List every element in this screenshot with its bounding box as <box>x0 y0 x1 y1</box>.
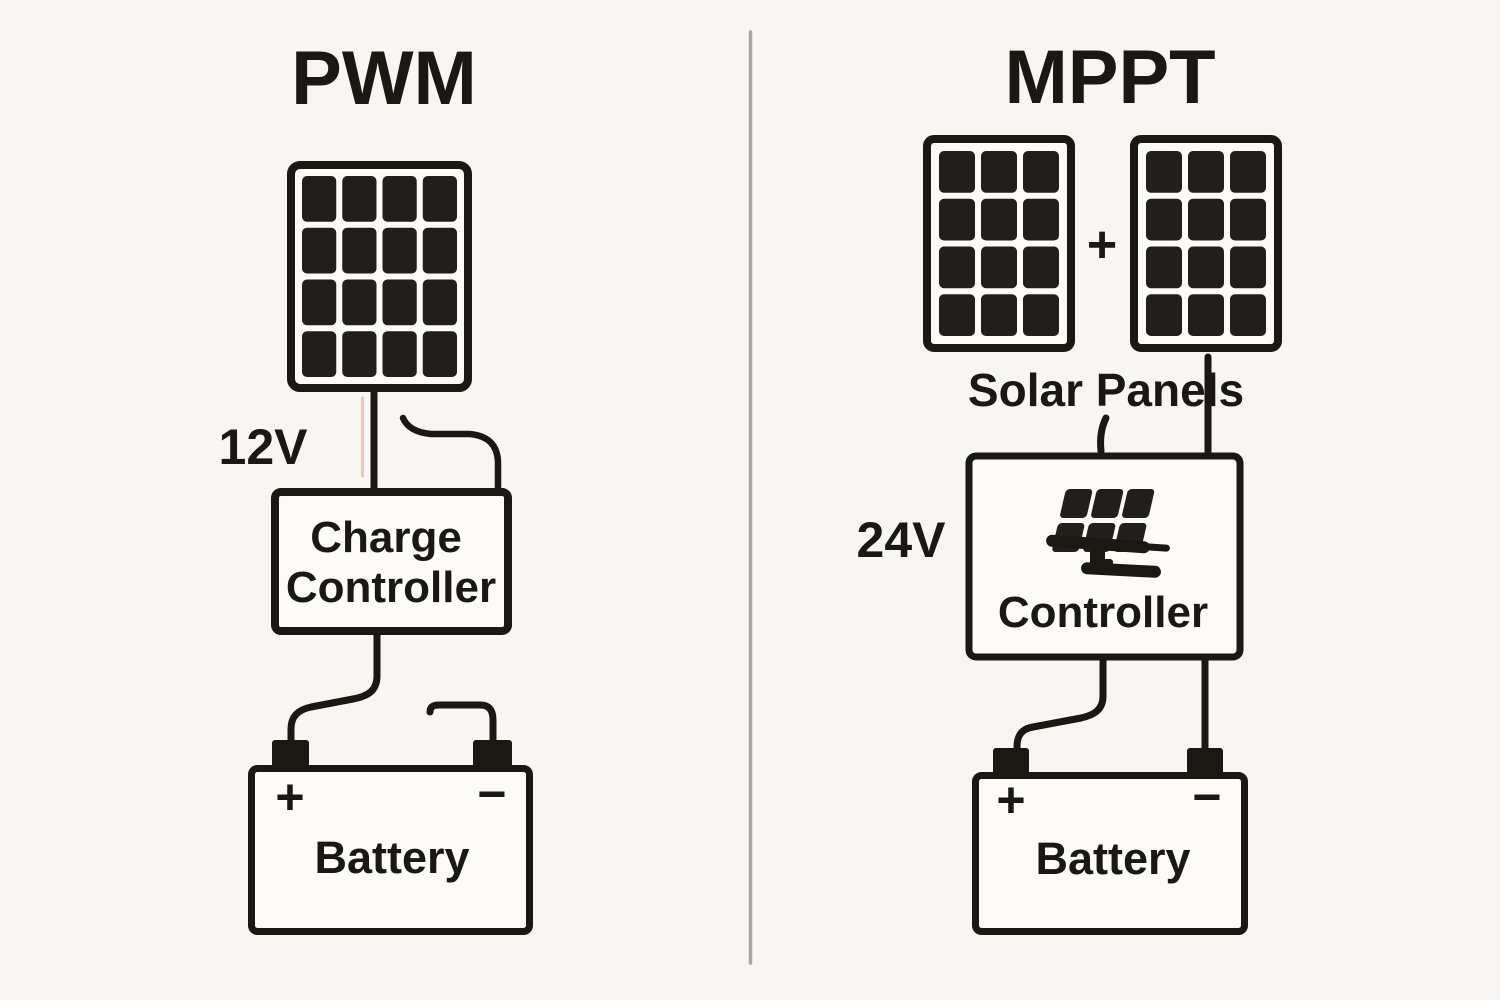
pwm-solar-panel-icon <box>287 161 472 392</box>
mppt-panel1-cells <box>939 151 1059 336</box>
pwm-panel-cells <box>302 176 457 377</box>
pwm-controller-return-wire <box>399 414 502 494</box>
mppt-controller-battery-wire-left <box>1013 656 1107 754</box>
solar-cell <box>1023 294 1059 336</box>
pwm-battery-negative-terminal <box>473 740 512 767</box>
solar-cell <box>302 279 337 326</box>
solar-cell <box>939 294 975 336</box>
solar-cell <box>1146 198 1182 241</box>
solar-cell <box>939 246 975 289</box>
solar-cell <box>382 279 417 326</box>
mppt-battery-minus-sign: − <box>1192 769 1221 825</box>
solar-cell <box>1188 246 1224 289</box>
pwm-battery-negative-wire <box>426 701 497 746</box>
solar-cell <box>1146 246 1182 289</box>
solar-cell <box>342 227 377 274</box>
mppt-battery-plus-sign: + <box>996 772 1025 828</box>
solar-cell <box>981 294 1017 336</box>
pwm-battery-minus-sign: − <box>477 766 506 822</box>
solar-cell <box>981 151 1017 193</box>
solar-cell <box>422 279 457 326</box>
solar-cell <box>1230 294 1266 336</box>
mppt-battery-negative-terminal <box>1187 748 1223 774</box>
solar-cell <box>382 176 417 222</box>
pwm-title: PWM <box>291 36 477 121</box>
mppt-battery-box <box>972 772 1248 935</box>
solar-cell <box>1023 151 1059 193</box>
pwm-battery-label: Battery <box>314 832 469 883</box>
solar-cell <box>1188 198 1224 241</box>
solar-cell <box>1146 151 1182 193</box>
solar-cell <box>1230 246 1266 289</box>
charge-controller-box <box>271 488 512 635</box>
mppt-panel-wire-left <box>1097 414 1110 455</box>
solar-cell <box>1146 294 1182 336</box>
solar-cell <box>939 151 975 193</box>
pwm-battery-positive-terminal <box>272 740 309 767</box>
solar-cell <box>422 227 457 274</box>
mppt-solar-panel-icon-2 <box>1130 135 1282 352</box>
solar-cell <box>1230 151 1266 193</box>
solar-cell <box>981 198 1017 241</box>
mppt-battery-positive-terminal <box>993 748 1029 774</box>
solar-cell <box>1188 151 1224 193</box>
solar-cell <box>342 176 377 222</box>
solar-cell <box>981 246 1017 289</box>
charge-controller-label-line1: Charge <box>310 513 462 562</box>
solar-panels-caption: Solar Panels <box>968 364 1244 416</box>
solar-cell <box>1188 294 1224 336</box>
solar-cell <box>342 279 377 326</box>
solar-cell <box>1230 198 1266 241</box>
solar-cell <box>302 176 337 222</box>
pwm-voltage-label: 12V <box>219 419 309 475</box>
mppt-panels-plus-sign: + <box>1087 216 1117 274</box>
mppt-voltage-label: 24V <box>857 512 947 568</box>
solar-cell <box>422 331 457 377</box>
solar-cell <box>939 198 975 241</box>
solar-cell <box>302 331 337 377</box>
mppt-solar-panel-icon-1 <box>923 135 1075 352</box>
solar-cell <box>342 331 377 377</box>
pwm-battery: + − Battery <box>248 740 533 935</box>
charge-controller-label-line2: Controller <box>286 563 496 612</box>
mppt-title: MPPT <box>1004 35 1215 120</box>
solar-cell <box>382 331 417 377</box>
mppt-battery-label: Battery <box>1035 833 1190 884</box>
solar-cell <box>302 227 337 274</box>
pwm-battery-box <box>248 765 533 935</box>
solar-cell <box>422 176 457 222</box>
mppt-section: MPPT + Solar Panels 24V <box>857 35 1282 935</box>
pwm-battery-plus-sign: + <box>275 769 304 825</box>
mppt-battery: + − Battery <box>972 748 1248 935</box>
mppt-panel2-cells <box>1146 151 1266 336</box>
mppt-controller-label: Controller <box>998 588 1208 637</box>
controller-solar-icon <box>1046 489 1170 578</box>
solar-cell <box>1023 198 1059 241</box>
pwm-section: PWM 12V Charge Controller + − Battery <box>219 36 533 935</box>
pwm-controller-battery-wire <box>287 631 381 746</box>
solar-cell <box>1023 246 1059 289</box>
solar-cell <box>382 227 417 274</box>
